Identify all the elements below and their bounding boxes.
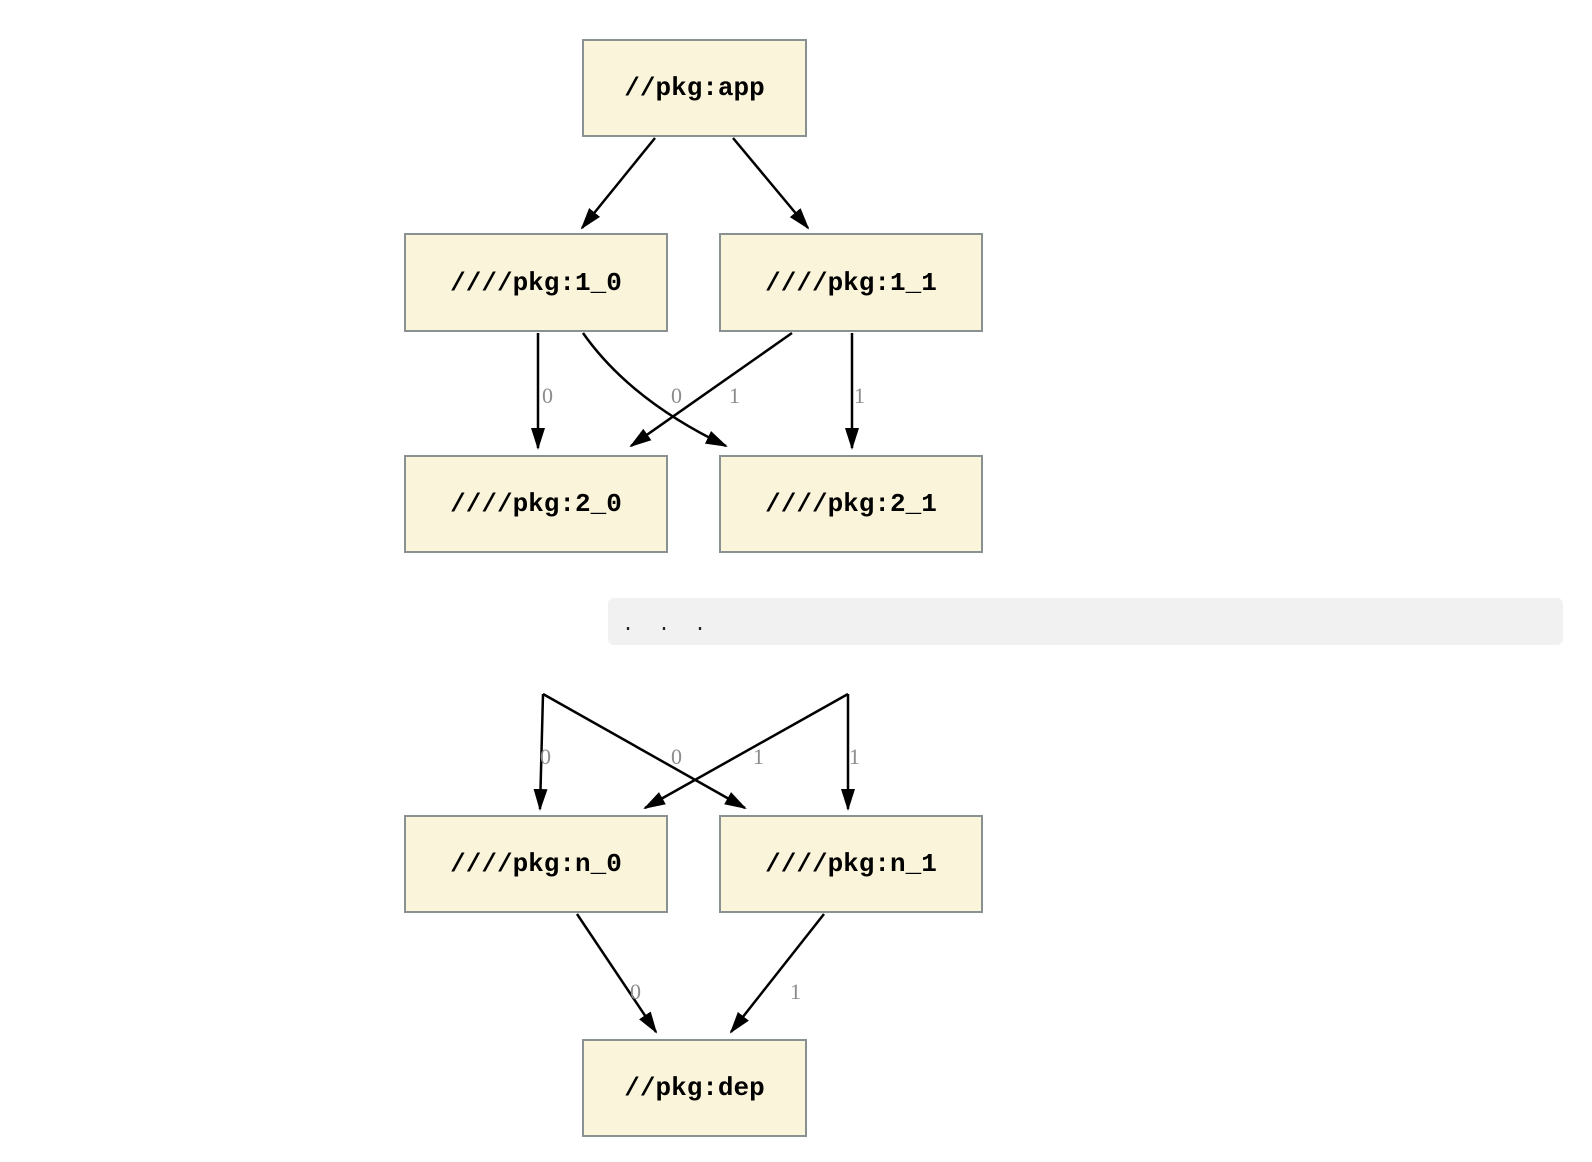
node-pkg-2_1-label: ////pkg:2_1 — [765, 489, 937, 519]
node-pkg-app-label: //pkg:app — [624, 73, 765, 103]
edge-label-hidden_1-to-n_0: 0 — [671, 744, 682, 769]
node-pkg-dep-label: //pkg:dep — [624, 1073, 765, 1103]
edge-hidden_0-to-pkgn_0 — [533, 693, 548, 811]
node-pkg-1_1-label: ////pkg:1_1 — [765, 267, 937, 298]
edge-label-n_0-to-dep: 0 — [630, 979, 641, 1004]
edge-pkg1_1-to-pkg2_0 — [629, 331, 793, 448]
edge-pkgn_0-to-dep — [575, 913, 658, 1034]
node-pkg-app: //pkg:app — [582, 39, 807, 137]
edge-label-n_1-to-dep: 1 — [790, 979, 801, 1004]
edge-hidden_1-to-pkgn_0 — [643, 692, 849, 810]
node-pkg-1_0-label: ////pkg:1_0 — [450, 267, 622, 298]
edge-hidden_0-to-pkgn_1 — [542, 692, 747, 810]
edge-label-1_0-to-2_1: 1 — [729, 383, 740, 408]
node-pkg-1_1: ////pkg:1_1 — [719, 233, 983, 332]
edge-label-hidden_1-to-n_1: 1 — [849, 744, 860, 769]
node-pkg-n_0: ////pkg:n_0 — [404, 815, 668, 913]
edge-label-1_1-to-2_1: 1 — [854, 383, 865, 408]
edge-app-to-pkg1_0 — [580, 137, 656, 230]
node-pkg-1_0: ////pkg:1_0 — [404, 233, 668, 332]
edge-label-hidden_0-to-n_0: 0 — [540, 744, 551, 769]
node-pkg-n_1-label: ////pkg:n_1 — [765, 849, 937, 879]
ellipsis-text: . . . — [622, 614, 707, 637]
edge-label-hidden_0-to-n_1: 1 — [753, 744, 764, 769]
edge-label-1_1-to-2_0: 0 — [671, 383, 682, 408]
edge-pkgn_1-to-dep — [729, 913, 825, 1034]
node-pkg-n_0-label: ////pkg:n_0 — [450, 849, 622, 879]
node-pkg-2_1: ////pkg:2_1 — [719, 455, 983, 553]
edge-label-1_0-to-2_0: 0 — [542, 383, 553, 408]
node-pkg-2_0: ////pkg:2_0 — [404, 455, 668, 553]
node-pkg-n_1: ////pkg:n_1 — [719, 815, 983, 913]
ellipsis-band: . . . — [608, 598, 1563, 645]
node-pkg-2_0-label: ////pkg:2_0 — [450, 489, 622, 519]
edge-app-to-pkg1_1 — [732, 137, 810, 230]
node-pkg-dep: //pkg:dep — [582, 1039, 807, 1137]
edge-pkg1_0-to-pkg2_1 — [581, 332, 728, 448]
